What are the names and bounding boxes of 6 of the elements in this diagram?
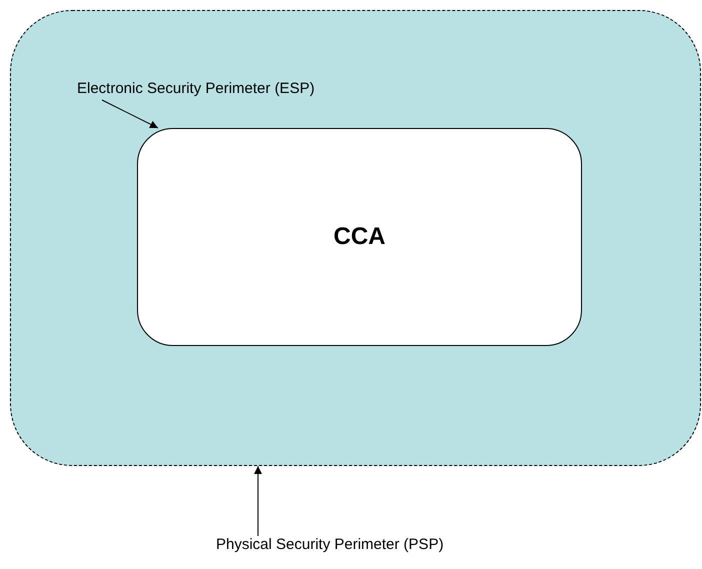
asset-box: CCA [137, 128, 582, 346]
leader-arrow [254, 466, 262, 536]
perimeter-label: Electronic Security Perimeter (ESP) [77, 80, 315, 97]
security-perimeter-region [10, 10, 701, 466]
perimeter-label: Physical Security Perimeter (PSP) [216, 536, 444, 553]
leader-arrow [102, 100, 158, 128]
